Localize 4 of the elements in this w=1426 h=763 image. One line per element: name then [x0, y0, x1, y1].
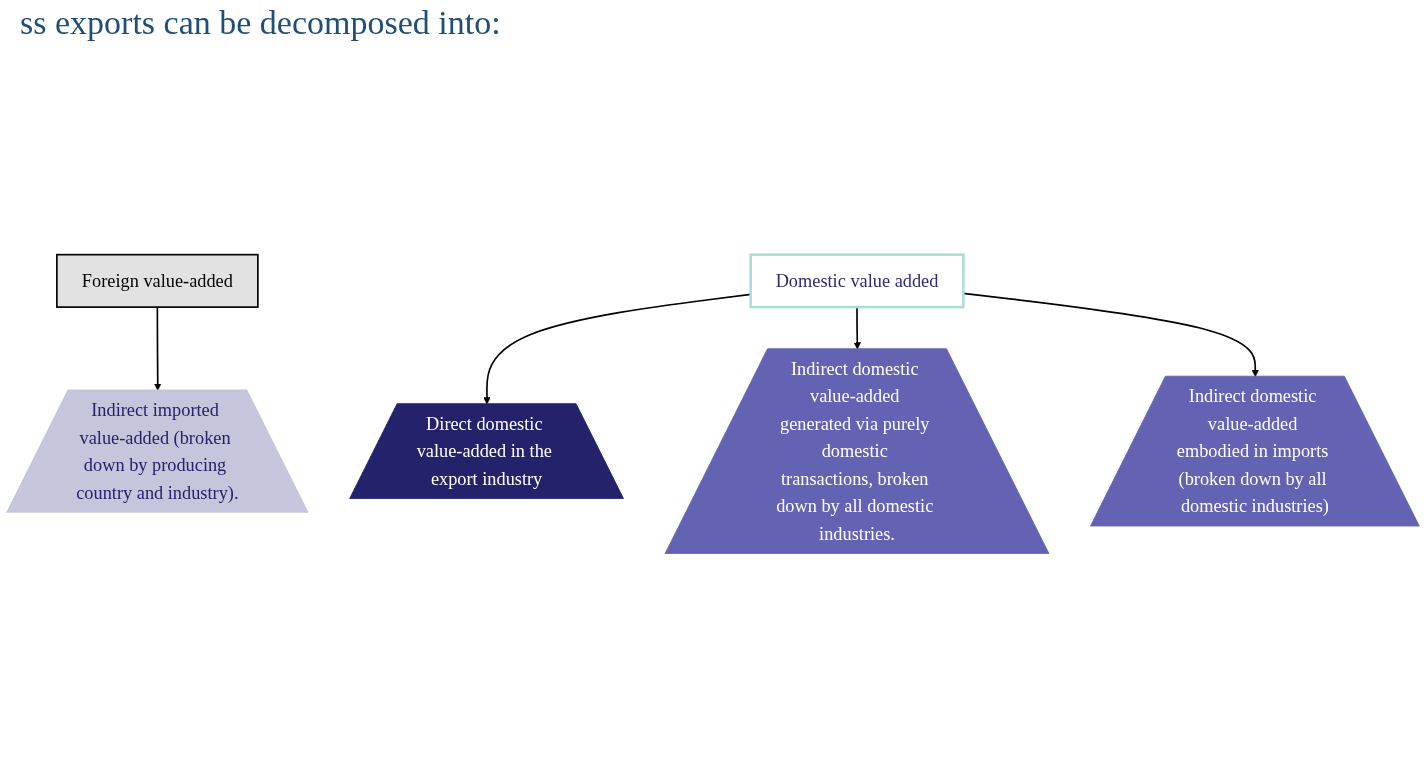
- node-box: Foreign value-added: [56, 254, 259, 309]
- arrow: [154, 306, 162, 392]
- title: ss exports can be decomposed into:: [20, 4, 502, 42]
- node-box: Domestic value added: [749, 253, 965, 309]
